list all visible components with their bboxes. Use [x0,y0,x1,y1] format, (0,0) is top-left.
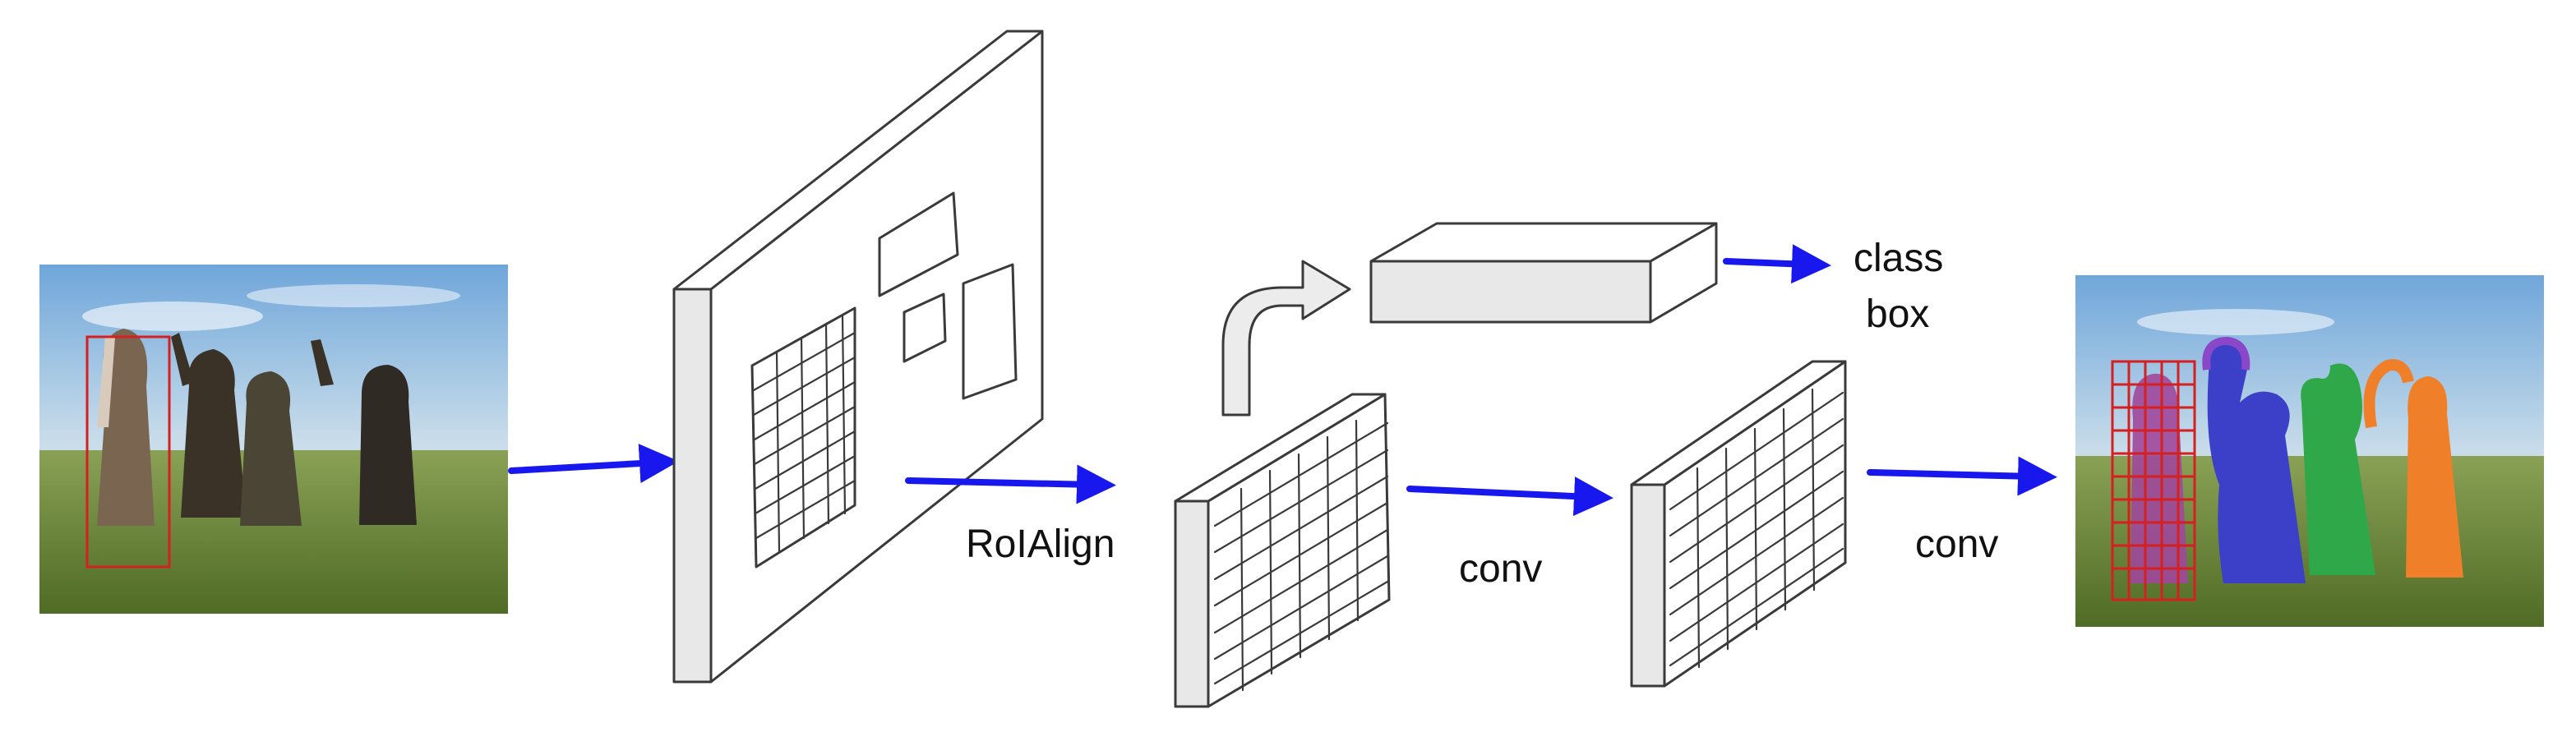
input-image [39,265,508,614]
roi-grid-sketch [750,306,856,569]
arrow-head-to-outputs [1723,244,1831,284]
conv-label-1: conv [1459,547,1542,591]
mask-person-2-arm [2202,336,2251,371]
mask-person-3 [2301,363,2375,575]
mask-person-4-arm [2363,359,2414,429]
mask-person-4 [2406,376,2463,578]
roi-feature-map [1174,393,1391,708]
person-silhouettes [97,329,417,526]
class-box-head [1369,222,1718,324]
box-label: box [1866,292,1929,336]
arrow-conv-to-output [1867,456,2057,496]
branch-arrow-to-head [1221,260,1351,417]
arrow-roi-to-conv [1406,476,1613,517]
conv-label-2: conv [1915,523,1998,566]
class-label: class [1854,237,1943,280]
arrow-backbone-to-roialign [905,464,1116,504]
conv-feature-map [1630,360,1847,688]
roi-box [85,335,171,569]
output-image [2075,275,2544,627]
output-roi-grid [2111,360,2196,601]
roialign-label: RoIAlign [966,523,1115,566]
mask-person-2 [2207,341,2306,583]
arrow-input-to-backbone [508,444,679,484]
backbone-feature-map [672,30,1044,684]
